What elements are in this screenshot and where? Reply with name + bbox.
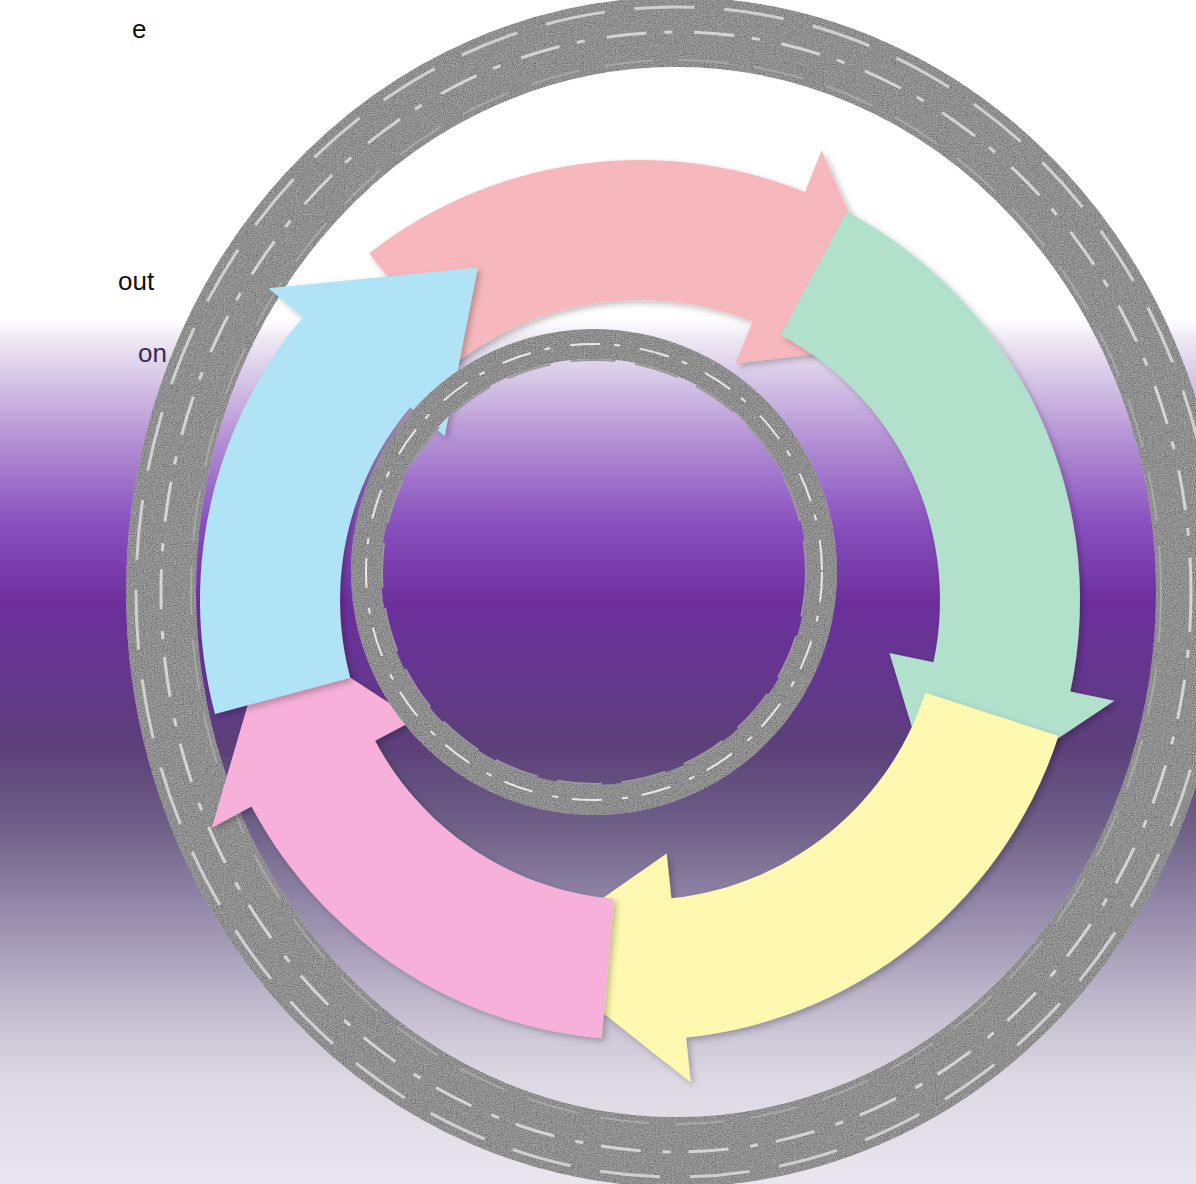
text-fragment: on [138,338,167,369]
outer-ring [136,7,1196,1177]
cycle-arrows [200,150,1114,1082]
text-fragment: e [132,14,146,45]
text-fragment: out [118,266,154,297]
inner-ring [366,344,822,800]
cycle-arrow [526,693,1059,1083]
cycle-arrow [200,267,478,713]
